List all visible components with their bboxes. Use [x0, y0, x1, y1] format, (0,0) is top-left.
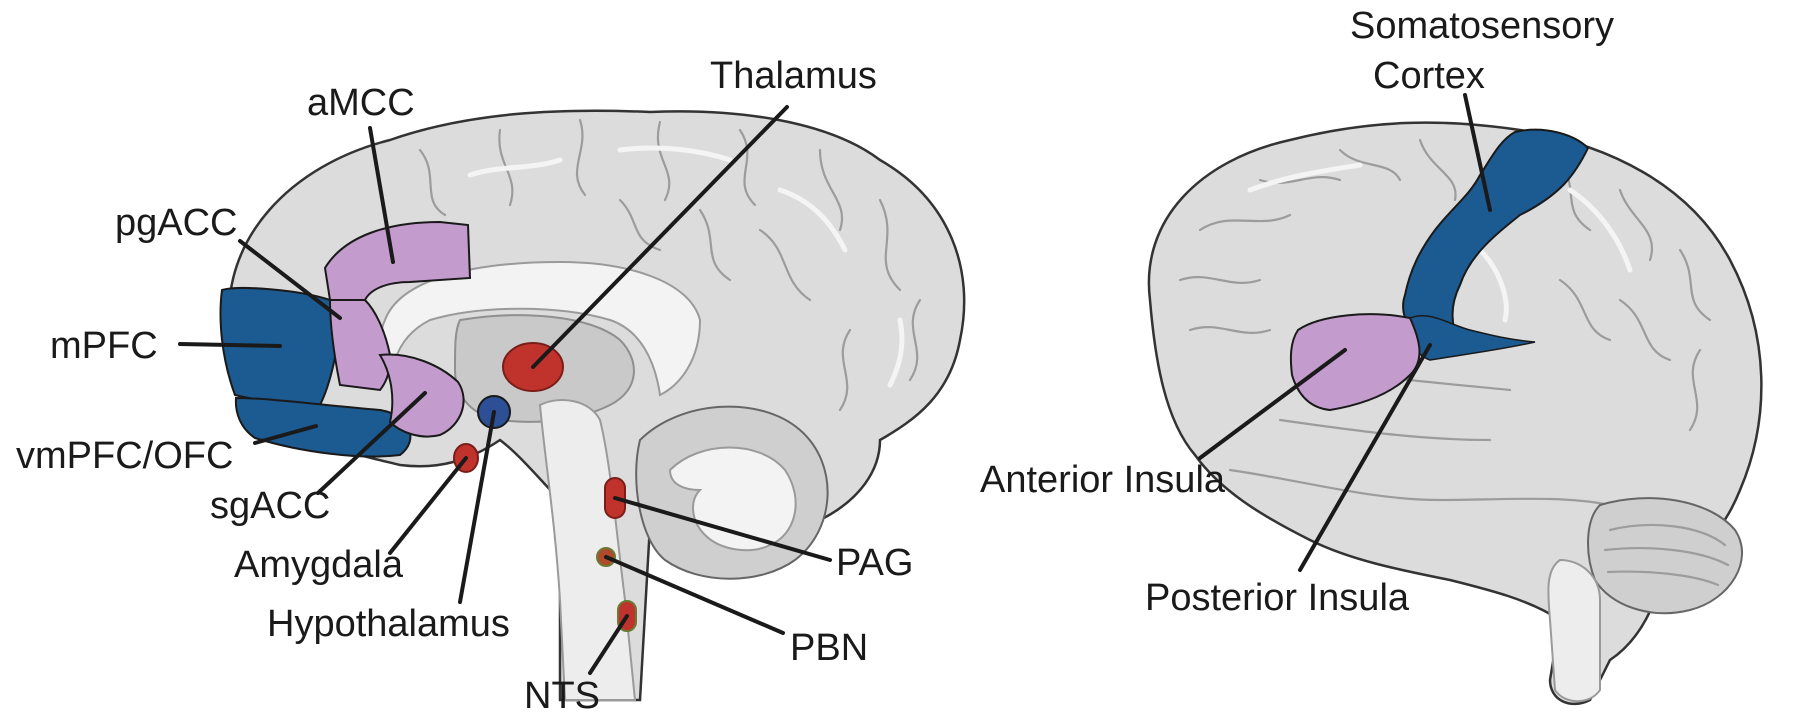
- label-pbn: PBN: [790, 627, 868, 669]
- lateral-brainstem: [1547, 558, 1601, 703]
- lateral-leader-lines: [1198, 93, 1492, 572]
- label-somatosensory-line2: Cortex: [1373, 55, 1485, 97]
- lateral-brain-view: [1147, 121, 1763, 706]
- label-vmpfc-ofc: vmPFC/OFC: [16, 435, 233, 477]
- label-nts: NTS: [524, 675, 600, 717]
- leader-hypothalamus: [458, 410, 496, 604]
- medial-leader-lines: [178, 105, 832, 675]
- leader-pbn: [604, 555, 785, 635]
- anterior-insula-region: [1289, 313, 1421, 412]
- brainstem: [538, 399, 637, 701]
- label-posterior-insula: Posterior Insula: [1145, 577, 1410, 619]
- leader-thalamus: [531, 105, 789, 369]
- leader-pag: [613, 496, 832, 562]
- lateral-labels: Somatosensory Cortex Anterior Insula Pos…: [980, 5, 1614, 619]
- leader-amcc: [368, 126, 395, 264]
- pgacc-region: [328, 299, 392, 392]
- leader-pgacc: [238, 239, 342, 320]
- leader-nts: [588, 614, 629, 675]
- label-thalamus: Thalamus: [710, 55, 877, 97]
- label-amcc: aMCC: [307, 82, 415, 124]
- leader-posterior-insula: [1298, 343, 1432, 572]
- lateral-gyri: [1178, 138, 1712, 432]
- label-amygdala: Amygdala: [234, 544, 404, 586]
- label-sgacc: sgACC: [210, 485, 330, 527]
- label-anterior-insula: Anterior Insula: [980, 459, 1226, 501]
- leader-sgacc: [316, 391, 427, 495]
- corpus-callosum: [380, 260, 702, 397]
- leader-mpfc: [178, 342, 282, 348]
- label-somatosensory-line1: Somatosensory: [1350, 5, 1614, 47]
- amcc-region: [323, 220, 472, 301]
- medial-brain-view: [219, 109, 966, 702]
- leader-vmpfc-ofc: [253, 424, 318, 445]
- medial-labels: aMCC pgACC mPFC vmPFC/OFC sgACC Amygdala…: [16, 55, 913, 717]
- label-hypothalamus: Hypothalamus: [267, 603, 510, 645]
- label-mpfc: mPFC: [50, 325, 158, 367]
- medial-highlights: [467, 145, 905, 388]
- label-pgacc: pgACC: [115, 202, 238, 244]
- lateral-cerebellum: [1587, 497, 1744, 615]
- cerebellum-folia: [1603, 523, 1730, 587]
- leader-anterior-insula: [1198, 348, 1347, 460]
- leader-somatosensory: [1463, 93, 1492, 212]
- lateral-highlights: [1247, 162, 1633, 323]
- leader-amygdala: [388, 456, 468, 555]
- label-pag: PAG: [836, 542, 913, 584]
- vmpfc-ofc-region: [234, 396, 412, 458]
